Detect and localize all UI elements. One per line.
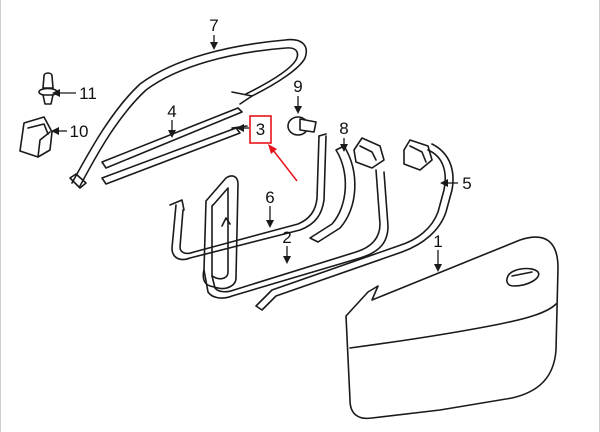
part-4-belt-strip bbox=[101, 107, 243, 185]
callout-3: 3 bbox=[256, 120, 265, 139]
part-2-glass-run bbox=[202, 169, 389, 299]
callout-labels: 7 11 10 4 9 3 8 5 6 2 1 bbox=[70, 16, 472, 251]
part-7-roof-weatherstrip bbox=[69, 38, 307, 189]
callout-1: 1 bbox=[433, 232, 442, 251]
callout-6: 6 bbox=[265, 188, 274, 207]
leaders bbox=[51, 35, 458, 272]
part-8-pillar-strip bbox=[309, 145, 356, 243]
callout-4: 4 bbox=[167, 102, 176, 121]
highlight-arrow bbox=[272, 149, 298, 182]
callout-7: 7 bbox=[209, 16, 218, 35]
callout-11: 11 bbox=[79, 84, 97, 103]
part-10-bracket bbox=[19, 116, 53, 158]
callout-9: 9 bbox=[293, 77, 302, 96]
callout-10: 10 bbox=[70, 122, 89, 141]
highlight-arrowhead bbox=[268, 144, 277, 154]
highlight-box bbox=[249, 115, 272, 144]
callout-2: 2 bbox=[282, 228, 291, 247]
highlight-part-3 bbox=[249, 115, 298, 182]
part-6-door-weatherstrip bbox=[169, 133, 327, 261]
part-11-clip bbox=[38, 72, 58, 105]
callout-5: 5 bbox=[462, 174, 471, 193]
part-1-door-panel bbox=[345, 236, 559, 420]
callout-8: 8 bbox=[339, 119, 348, 138]
part-9-stopper bbox=[287, 116, 317, 136]
